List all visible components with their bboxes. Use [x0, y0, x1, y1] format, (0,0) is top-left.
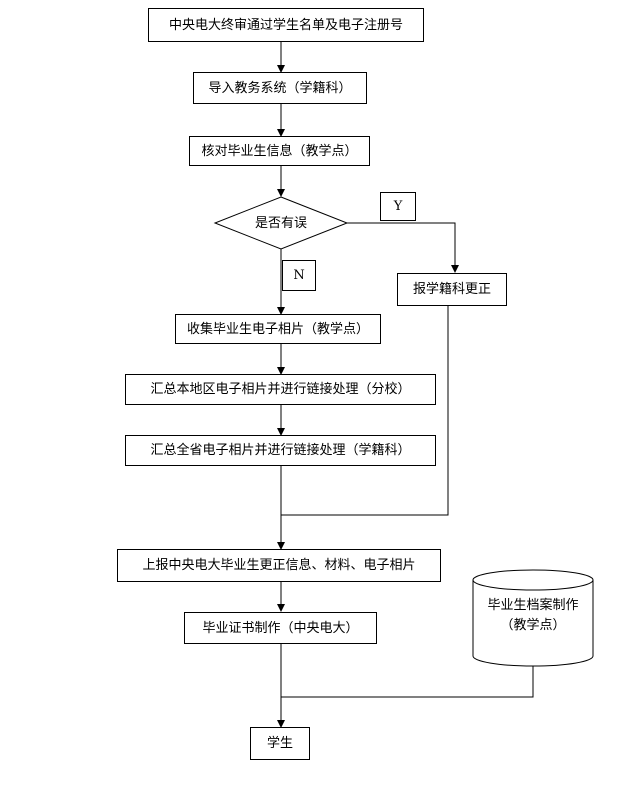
step-collect-photos: 收集毕业生电子相片（教学点） — [175, 314, 381, 344]
step-report-correction: 报学籍科更正 — [397, 273, 507, 306]
step-report-central-tvu: 上报中央电大毕业生更正信息、材料、电子相片 — [117, 549, 441, 582]
step-verify-graduate-info: 核对毕业生信息（教学点） — [189, 136, 370, 166]
decision-label: 是否有误 — [254, 215, 307, 231]
step-certificate-production: 毕业证书制作（中央电大） — [184, 612, 377, 644]
decision-diamond — [213, 196, 349, 250]
archive-label-line1: 毕业生档案制作 — [487, 598, 579, 613]
step-final-approval-list: 中央电大终审通过学生名单及电子注册号 — [148, 8, 424, 42]
arrow-decision-correction — [347, 222, 459, 273]
archive-label: 毕业生档案制作 （教学点） — [473, 596, 593, 636]
step-province-photo-linking: 汇总全省电子相片并进行链接处理（学籍科） — [125, 435, 436, 466]
archive-label-line2: （教学点） — [500, 618, 566, 633]
yes-label: Y — [380, 192, 416, 221]
no-label: N — [282, 260, 316, 291]
end-student: 学生 — [250, 727, 310, 760]
line-archive-merge — [281, 666, 534, 698]
archive-cylinder — [472, 569, 594, 667]
step-regional-photo-linking: 汇总本地区电子相片并进行链接处理（分校） — [125, 374, 436, 405]
line-correction-merge — [281, 306, 449, 516]
step-import-academic-system: 导入教务系统（学籍科） — [193, 72, 367, 104]
